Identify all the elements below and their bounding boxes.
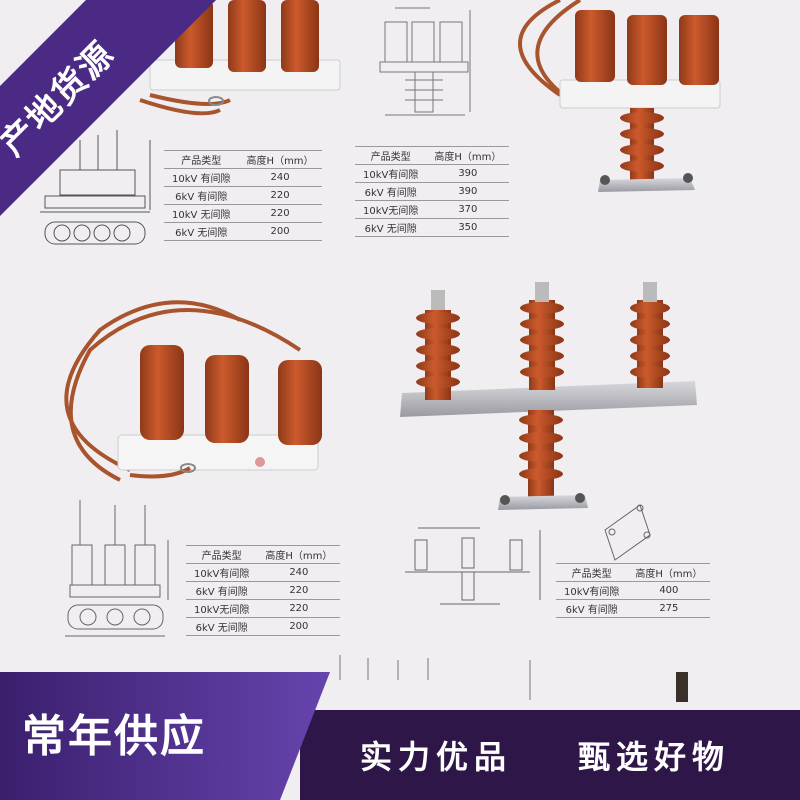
table-cell: 6kV 有间隙 [556, 599, 628, 618]
table-cell: 10kV无间隙 [355, 200, 427, 219]
drawing-top-left [40, 130, 151, 245]
table-cell: 390 [426, 164, 510, 183]
arrester-mid-left [64, 300, 322, 482]
table-header: 高度H（mm） [238, 150, 322, 169]
table-cell: 10kV 有间隙 [164, 168, 239, 187]
drawing-mid-right [405, 504, 651, 605]
table-cell: 240 [238, 168, 322, 187]
table-cell: 6kV 有间隙 [355, 182, 427, 201]
arrester-top-right [518, 0, 721, 192]
footer-left-panel: 常年供应 [0, 672, 330, 800]
table-header: 产品类型 [186, 545, 258, 564]
table-header: 高度H（mm） [426, 146, 510, 165]
drawing-mid-left [65, 500, 169, 637]
table-cell: 240 [257, 563, 341, 582]
slogan-supply: 常年供应 [22, 711, 206, 762]
table-cell: 350 [426, 218, 510, 237]
table-cell: 275 [627, 599, 711, 618]
arrester-mid-right [400, 282, 697, 510]
table-header: 高度H（mm） [257, 545, 341, 564]
table-cell: 10kV 无间隙 [164, 204, 239, 223]
table-header: 产品类型 [164, 150, 239, 169]
table-header: 产品类型 [556, 563, 628, 582]
table-cell: 220 [238, 186, 322, 205]
drawing-bottom [339, 655, 688, 702]
table-cell: 10kV有间隙 [556, 581, 628, 600]
table-cell: 6kV 无间隙 [355, 218, 427, 237]
table-cell: 220 [257, 599, 341, 618]
table-cell: 400 [627, 581, 711, 600]
table-cell: 10kV有间隙 [186, 563, 258, 582]
table-cell: 6kV 有间隙 [186, 581, 258, 600]
table-cell: 6kV 无间隙 [186, 617, 258, 636]
table-cell: 6kV 无间隙 [164, 222, 239, 241]
table-header: 高度H（mm） [627, 563, 711, 582]
drawing-top-center [379, 7, 471, 116]
footer-banner: 实力优品 甄选好物 常年供应 [0, 672, 800, 800]
table-cell: 6kV 有间隙 [164, 186, 239, 205]
table-cell: 390 [426, 182, 510, 201]
slogan-selection: 甄选好物 [578, 738, 731, 776]
table-cell: 220 [238, 204, 322, 223]
table-cell: 10kV无间隙 [186, 599, 258, 618]
table-cell: 10kV有间隙 [355, 164, 427, 183]
table-header: 产品类型 [355, 146, 427, 165]
table-cell: 200 [257, 617, 341, 636]
table-cell: 200 [238, 222, 322, 241]
table-cell: 370 [426, 200, 510, 219]
footer-right-panel: 实力优品 甄选好物 [300, 710, 800, 800]
arrester-top-left [139, 0, 341, 116]
slogan-quality: 实力优品 [360, 738, 513, 776]
table-cell: 220 [257, 581, 341, 600]
